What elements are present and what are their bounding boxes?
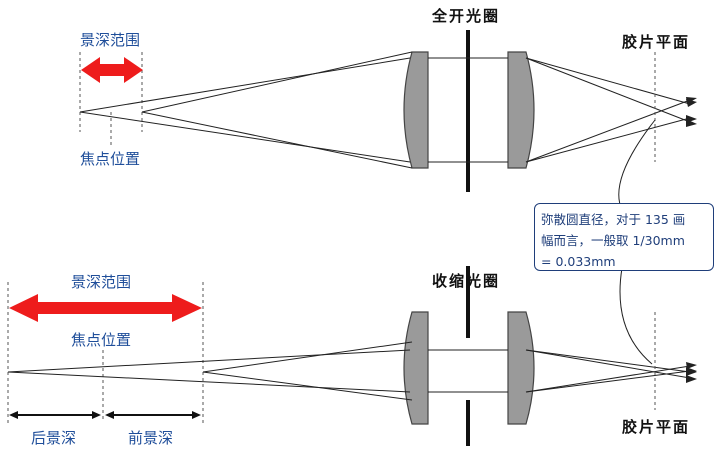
note-line-3: = 0.033mm: [541, 254, 616, 269]
top-diagram: [79, 30, 697, 192]
bottom-rays: [7, 341, 691, 401]
top-dof-range-arrow: [81, 57, 143, 83]
top-rear-lens: [507, 51, 535, 169]
note-line-2: 幅而言，一般取 1/30mm: [541, 233, 685, 248]
top-ray-arrowheads: [686, 97, 697, 127]
top-front-lens: [403, 51, 429, 169]
bottom-aperture-blade-top: [466, 266, 470, 338]
bottom-focus-label: 焦点位置: [71, 331, 132, 349]
note-leader-bottom: [619, 267, 653, 365]
bottom-rear-lens: [507, 311, 535, 425]
top-dof-range-label: 景深范围: [80, 31, 141, 49]
note-leader-top: [618, 119, 656, 211]
top-film-plane-label: 胶片平面: [622, 33, 691, 51]
bottom-ray-arrowheads: [686, 362, 697, 383]
top-aperture-blade: [466, 30, 470, 192]
circle-of-confusion-note: 弥散圆直径，对于 135 画 幅而言，一般取 1/30mm = 0.033mm: [534, 203, 714, 271]
top-aperture-title: 全开光圈: [432, 7, 501, 25]
bottom-front-dof-arrow: [105, 411, 201, 419]
note-line-1: 弥散圆直径，对于 135 画: [541, 212, 686, 227]
bottom-front-dof-label: 前景深: [128, 429, 174, 447]
bottom-diagram: [7, 266, 697, 446]
bottom-front-lens: [403, 311, 429, 425]
bottom-dof-range-label: 景深范围: [71, 273, 132, 291]
bottom-aperture-blade-bottom: [466, 400, 470, 446]
bottom-film-plane-label: 胶片平面: [622, 418, 691, 436]
bottom-aperture-title: 收缩光圈: [432, 272, 501, 290]
bottom-rear-dof-label: 后景深: [31, 429, 77, 447]
bottom-dof-range-arrow: [9, 294, 202, 322]
top-focus-label: 焦点位置: [80, 150, 141, 168]
bottom-rear-dof-arrow: [9, 411, 101, 419]
top-rays: [79, 51, 691, 169]
